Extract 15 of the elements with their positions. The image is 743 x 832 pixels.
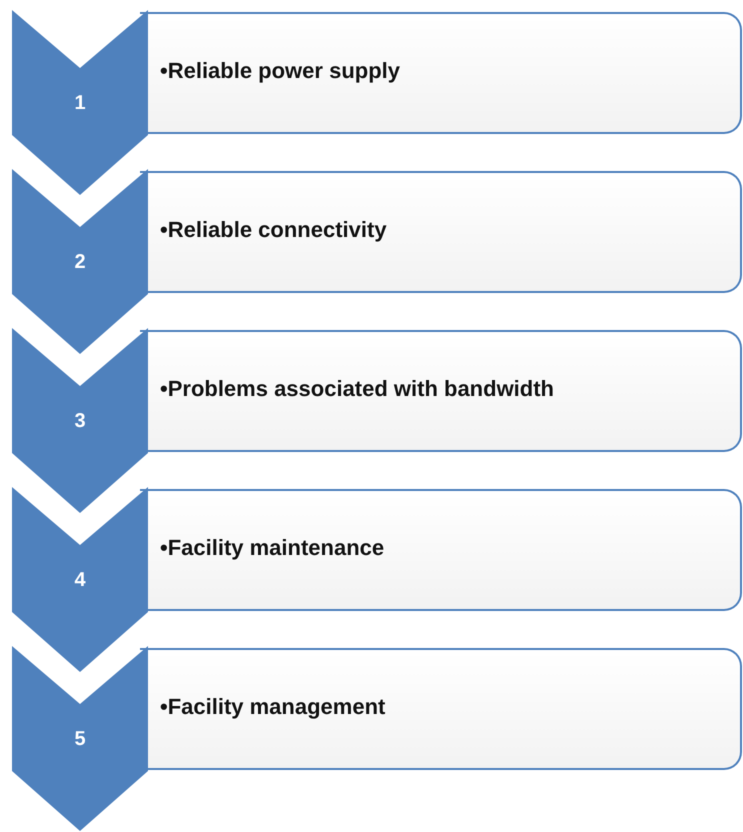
step-number: 3 xyxy=(73,410,87,433)
bullet-text: •Reliable power supply xyxy=(160,58,400,84)
text-panel xyxy=(140,330,742,452)
text-panel xyxy=(140,171,742,293)
step-number: 1 xyxy=(73,92,87,115)
step-number: 4 xyxy=(73,569,87,592)
bullet-text: •Reliable connectivity xyxy=(160,217,387,243)
text-panel xyxy=(140,12,742,134)
step-number: 2 xyxy=(73,251,87,274)
text-panel xyxy=(140,489,742,611)
bullet-text: •Facility maintenance xyxy=(160,535,384,561)
step-number: 5 xyxy=(73,728,87,751)
bullet-text: •Facility management xyxy=(160,694,386,720)
text-panel xyxy=(140,648,742,770)
bullet-text: •Problems associated with bandwidth xyxy=(160,376,554,402)
